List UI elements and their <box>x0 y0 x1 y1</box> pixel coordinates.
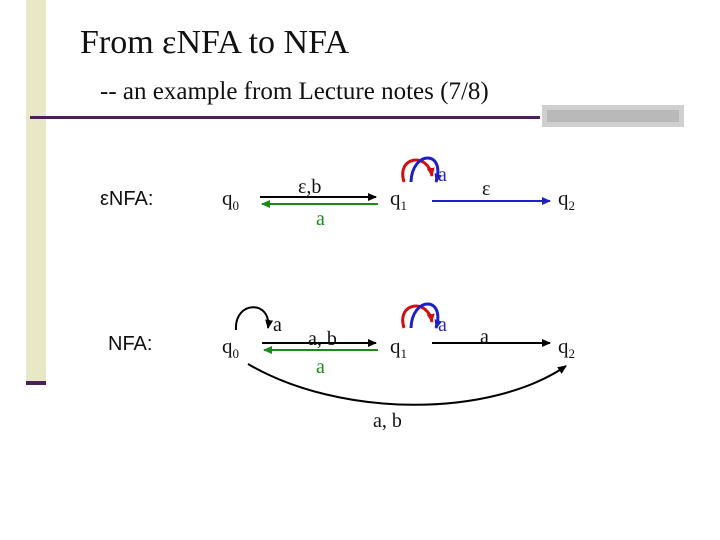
nfa-loop-q1-blue <box>409 302 443 329</box>
nfa-label-q1-loop: a <box>438 314 447 336</box>
enfa-label-q1-q2: ε <box>482 178 491 200</box>
enfa-loop-q1-red <box>401 158 435 183</box>
enfa-label-q0-q1: ε,b <box>298 176 322 198</box>
underline-end-box-inner <box>547 110 679 122</box>
nfa-loop-q0 <box>234 306 274 331</box>
nfa-label-q0-q2: a, b <box>373 410 402 432</box>
slide-title: From εNFA to NFA <box>80 24 350 61</box>
side-bar-accent <box>26 381 46 385</box>
nfa-label-q0-loop: a <box>273 314 282 336</box>
slide-subtitle: -- an example from Lecture notes (7/8) <box>100 78 489 105</box>
nfa-loop-q1-red <box>401 304 435 329</box>
enfa-label-q1-loop: a <box>438 164 447 186</box>
side-decoration-bar <box>26 0 46 384</box>
enfa-label-q1-q0: a <box>316 208 325 230</box>
nfa-label-q1-q2: a <box>480 326 489 348</box>
nfa-label-q1-q0: a <box>316 356 325 378</box>
nfa-state-q0: q0 <box>222 334 239 362</box>
enfa-state-q0: q0 <box>222 186 239 214</box>
nfa-state-q1: q1 <box>390 334 407 362</box>
enfa-state-q1: q1 <box>390 186 407 214</box>
nfa-state-q2: q2 <box>558 334 575 362</box>
title-underline <box>30 116 540 119</box>
enfa-row-label: εNFA: <box>100 188 154 210</box>
enfa-loop-q1-blue <box>409 156 443 183</box>
enfa-state-q2: q2 <box>558 186 575 214</box>
nfa-label-q0-q1: a, b <box>308 328 337 350</box>
nfa-row-label: NFA: <box>108 333 153 355</box>
nfa-edge-q0-q2 <box>247 363 567 406</box>
